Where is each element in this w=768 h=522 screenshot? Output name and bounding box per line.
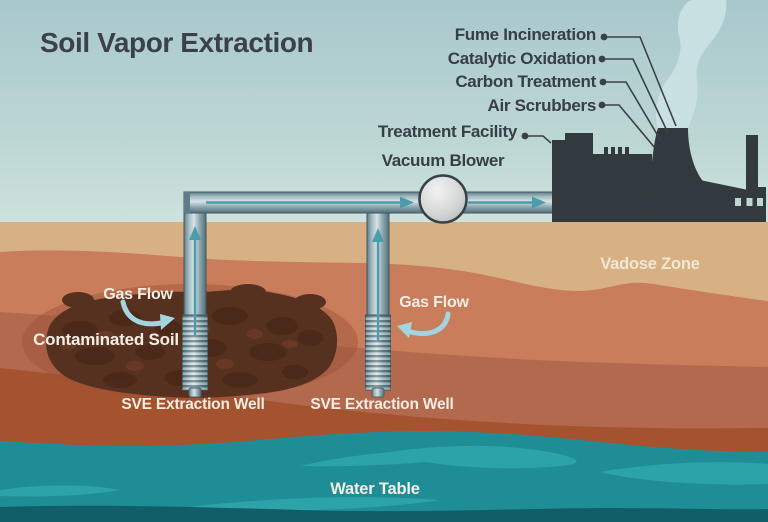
label-gas-flow-right: Gas Flow — [399, 294, 469, 311]
leader-lines — [521, 33, 677, 149]
diagram-title: Soil Vapor Extraction — [40, 27, 314, 58]
treatment-methods-list: Fume Incineration Catalytic Oxidation Ca… — [447, 25, 597, 116]
gas-flow-arrows-in-pipe — [189, 196, 546, 340]
label-sve-extraction-well-right: SVE Extraction Well — [310, 396, 454, 413]
label-air-scrubbers: Air Scrubbers — [487, 96, 596, 116]
label-sve-extraction-well-left: SVE Extraction Well — [121, 396, 265, 413]
smoke-plume — [655, 0, 727, 130]
gas-flow-curved-arrows — [120, 299, 451, 338]
label-vacuum-blower: Vacuum Blower — [381, 151, 505, 170]
label-vadose-zone: Vadose Zone — [600, 255, 700, 273]
label-treatment-facility: Treatment Facility — [377, 122, 517, 141]
treatment-facility-silhouette — [552, 128, 766, 222]
label-fume-incineration: Fume Incineration — [454, 25, 597, 44]
label-gas-flow-left: Gas Flow — [103, 286, 173, 303]
vacuum-blower — [418, 174, 468, 224]
label-catalytic-oxidation: Catalytic Oxidation — [447, 48, 597, 68]
label-contaminated-soil: Contaminated Soil — [33, 330, 179, 349]
label-carbon-treatment: Carbon Treatment — [455, 72, 596, 92]
water-table-zone — [0, 431, 768, 522]
label-water-table: Water Table — [330, 480, 420, 498]
